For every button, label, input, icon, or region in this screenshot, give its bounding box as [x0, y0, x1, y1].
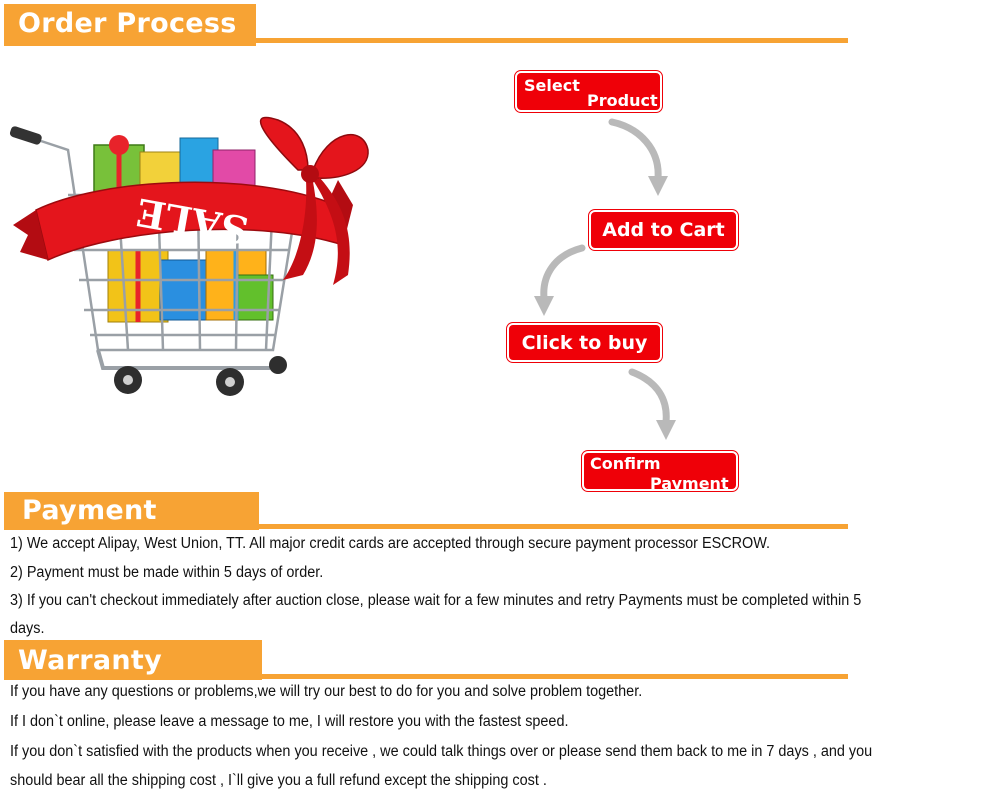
flow-arrows: [534, 118, 676, 440]
warranty-line: should bear all the shipping cost , I`ll…: [10, 772, 547, 789]
sale-banner-tail: [13, 210, 48, 260]
warranty-line: If you have any questions or problems,we…: [10, 683, 643, 700]
cart-wheel: [123, 375, 133, 385]
step-click-to-buy-label: Click to buy: [521, 332, 648, 354]
warranty-underline: [262, 674, 848, 679]
payment-line: 3) If you can't checkout immediately aft…: [10, 592, 862, 609]
arrow-curve-2: [540, 244, 586, 302]
warranty-line: If I don`t online, please leave a messag…: [10, 713, 569, 730]
step-select-product-line1: Select: [524, 76, 580, 95]
warranty-header: Warranty Returns: [4, 640, 854, 718]
step-select-product: Select Product: [515, 71, 662, 112]
payment-line: days.: [10, 620, 45, 637]
payment-header: Payment: [4, 492, 854, 530]
step-add-to-cart-label: Add to Cart: [602, 219, 725, 241]
warranty-title: Warranty Returns: [4, 640, 262, 718]
arrow-head-2: [534, 296, 554, 316]
payment-underline: [259, 524, 848, 529]
shopping-cart-illustration: SALE: [9, 116, 369, 396]
arrow-head-3: [656, 420, 676, 440]
ribbon-bow: [259, 116, 369, 285]
order-process-underline: [256, 38, 848, 43]
cart-wheel: [269, 356, 287, 374]
arrow-curve-3: [628, 368, 670, 426]
step-confirm-payment-line1: Confirm: [590, 454, 661, 473]
payment-line: 1) We accept Alipay, West Union, TT. All…: [10, 535, 771, 552]
cart-wheel: [225, 377, 235, 387]
step-confirm-payment: Confirm Payment: [582, 451, 738, 491]
step-add-to-cart: Add to Cart: [589, 210, 738, 250]
warranty-line: If you don`t satisfied with the products…: [10, 743, 873, 760]
step-confirm-payment-line2: Payment: [650, 474, 729, 491]
arrow-head-1: [648, 176, 668, 196]
arrow-curve-1: [608, 118, 662, 182]
order-process-header: Order Process: [4, 4, 854, 46]
payment-title: Payment: [4, 492, 259, 530]
order-process-title: Order Process: [4, 4, 256, 46]
bow-small: [109, 135, 129, 155]
step-select-product-line2: Product: [587, 91, 658, 110]
step-click-to-buy: Click to buy: [507, 323, 662, 362]
payment-line: 2) Payment must be made within 5 days of…: [10, 564, 324, 581]
cart-handle: [9, 126, 42, 145]
